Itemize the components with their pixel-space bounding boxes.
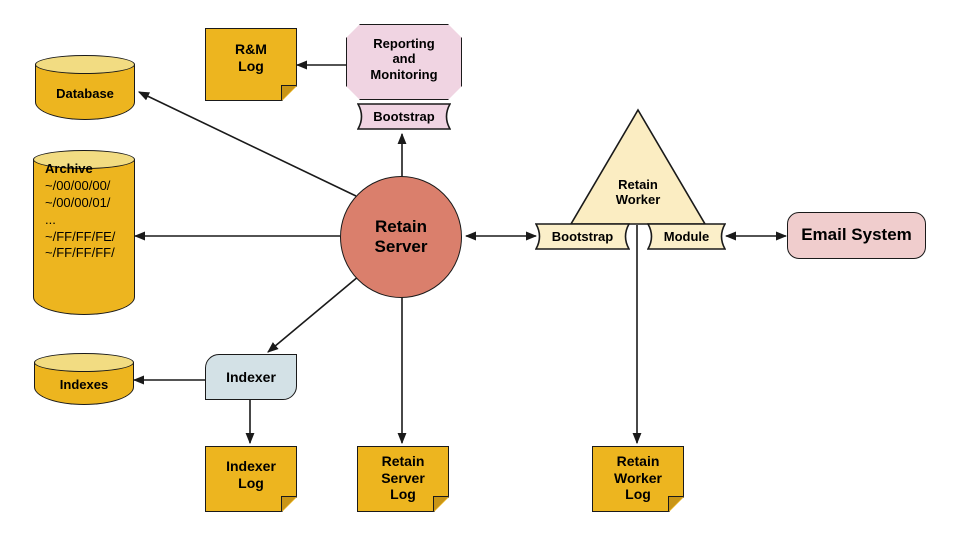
archive-path-4: ~/FF/FF/FF/ xyxy=(45,245,115,261)
archive-cylinder-top xyxy=(33,150,135,169)
node-archive[interactable]: Archive ~/00/00/00/ ~/00/00/01/ ... ~/FF… xyxy=(33,150,135,315)
node-retain-server-log[interactable]: Retain Server Log xyxy=(357,446,449,512)
archive-path-3: ~/FF/FF/FE/ xyxy=(45,228,116,244)
edge-server-to-database xyxy=(137,91,357,197)
node-worker-module[interactable]: Module xyxy=(647,223,726,250)
retain-worker-log-label: Retain Worker Log xyxy=(614,453,662,503)
database-label: Database xyxy=(56,86,114,101)
rm-bootstrap-label: Bootstrap xyxy=(373,109,435,124)
node-database[interactable]: Database xyxy=(35,55,135,120)
indexer-log-fold-corner-icon xyxy=(281,496,297,512)
database-cylinder-top xyxy=(35,55,135,74)
archive-cylinder-body xyxy=(33,159,135,315)
node-worker-bootstrap[interactable]: Bootstrap xyxy=(535,223,630,250)
indexer-log-label: Indexer Log xyxy=(226,458,276,491)
node-rm-bootstrap[interactable]: Bootstrap xyxy=(357,103,451,130)
node-retain-worker-log[interactable]: Retain Worker Log xyxy=(592,446,684,512)
node-indexer[interactable]: Indexer xyxy=(205,354,297,400)
worker-bootstrap-shape xyxy=(535,223,630,250)
retain-worker-label: Retain Worker xyxy=(615,177,661,208)
worker-module-shape xyxy=(647,223,726,250)
retain-worker-shape xyxy=(569,108,707,225)
rm-log-label: R&M Log xyxy=(235,41,267,74)
indexes-cylinder-top xyxy=(34,353,134,372)
node-reporting-monitoring[interactable]: Reporting and Monitoring xyxy=(346,24,462,100)
indexer-label: Indexer xyxy=(226,368,276,385)
archive-path-1: ~/00/00/01/ xyxy=(45,194,111,210)
node-indexer-log[interactable]: Indexer Log xyxy=(205,446,297,512)
retain-server-label: Retain Server xyxy=(374,216,428,256)
indexes-label: Indexes xyxy=(59,377,109,392)
reporting-monitoring-label: Reporting and Monitoring xyxy=(370,36,438,82)
worker-bootstrap-label: Bootstrap xyxy=(551,229,614,244)
node-retain-worker[interactable]: Retain Worker xyxy=(569,108,707,226)
email-system-label: Email System xyxy=(801,225,912,245)
worker-module-label: Module xyxy=(663,229,710,244)
archive-label: Archive xyxy=(45,161,93,176)
rm-bootstrap-shape xyxy=(357,103,451,130)
node-retain-server[interactable]: Retain Server xyxy=(340,176,462,298)
archive-text-block: Archive ~/00/00/00/ ~/00/00/01/ ... ~/FF… xyxy=(45,161,115,262)
archive-path-ellipsis: ... xyxy=(45,211,56,227)
archive-path-0: ~/00/00/00/ xyxy=(45,177,111,193)
edge-server-to-indexer xyxy=(267,275,360,353)
node-email-system[interactable]: Email System xyxy=(787,212,926,259)
node-rm-log[interactable]: R&M Log xyxy=(205,28,297,101)
node-indexes[interactable]: Indexes xyxy=(34,353,134,405)
retain-server-log-label: Retain Server Log xyxy=(381,453,425,503)
